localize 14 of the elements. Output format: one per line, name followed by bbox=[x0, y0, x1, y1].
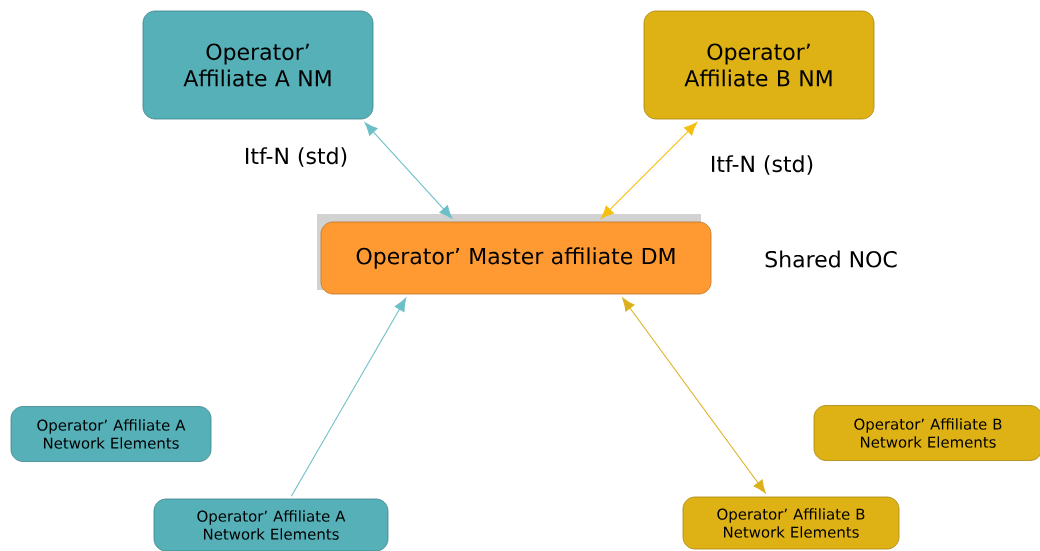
process-box: Operator’ Affiliate A Network Elements bbox=[153, 498, 389, 551]
arrow bbox=[364, 122, 453, 219]
process-box: Operator’ Affiliate B Network Elements bbox=[682, 496, 900, 550]
arrow bbox=[600, 122, 698, 219]
process-box: Operator’ Affiliate B NM bbox=[643, 10, 875, 120]
process-box: Operator’ Affiliate B Network Elements bbox=[813, 405, 1040, 461]
edge-label: Itf-N (std) bbox=[712, 155, 813, 175]
arrow bbox=[622, 297, 766, 494]
arrow bbox=[290, 297, 407, 497]
process-box: Operator’ Affiliate A Network Elements bbox=[10, 406, 212, 462]
beside-text: Shared NOC bbox=[765, 250, 897, 268]
process-box: Operator’ Master affiliate DM bbox=[320, 221, 712, 295]
edge-label: Itf-N (std) bbox=[246, 147, 347, 167]
process-box: Operator’ Affiliate A NM bbox=[142, 10, 374, 120]
